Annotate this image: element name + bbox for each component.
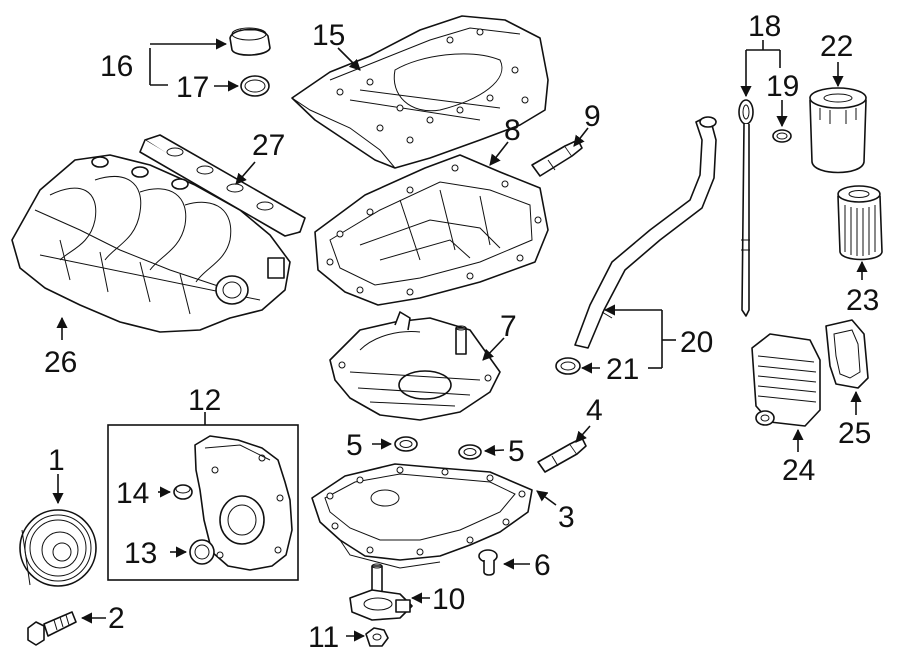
oil-filter-housing bbox=[809, 87, 867, 174]
callout-24: 24 bbox=[782, 454, 815, 487]
callout-11: 11 bbox=[308, 621, 339, 654]
oil-baffle bbox=[329, 311, 501, 421]
oil-filter-element bbox=[837, 185, 883, 261]
engine-oil-cooler bbox=[751, 333, 821, 427]
oil-cap-seal bbox=[240, 75, 270, 97]
oil-cooler-gasket bbox=[825, 319, 869, 389]
upper-oil-pan bbox=[314, 154, 549, 306]
callout-15: 15 bbox=[312, 19, 345, 52]
oil-filler-cap bbox=[229, 27, 271, 56]
callout-25: 25 bbox=[838, 417, 871, 450]
callout-5a: 5 bbox=[346, 429, 363, 462]
timing-cover bbox=[194, 435, 293, 571]
oil-pan-sensor bbox=[349, 563, 413, 621]
dipstick-tube bbox=[574, 116, 717, 349]
callout-5b: 5 bbox=[508, 435, 525, 468]
oil-drain-plug-gasket-right bbox=[458, 444, 482, 460]
cover-plug bbox=[173, 484, 193, 500]
callout-18: 18 bbox=[748, 10, 781, 43]
intake-manifold-gasket bbox=[139, 134, 306, 237]
callout-16: 16 bbox=[100, 50, 133, 83]
callout-19: 19 bbox=[766, 70, 799, 103]
callout-1: 1 bbox=[48, 444, 65, 477]
crankshaft-pulley bbox=[19, 509, 97, 587]
dipstick-seal bbox=[772, 129, 792, 143]
callout-10: 10 bbox=[432, 583, 465, 616]
callout-9: 9 bbox=[584, 100, 601, 133]
sensor-nut bbox=[365, 627, 389, 647]
timing-cover-group-box bbox=[107, 424, 299, 581]
cylinder-head-cover bbox=[291, 15, 549, 169]
pulley-bolt bbox=[27, 611, 77, 646]
dipstick-tube-o-ring bbox=[555, 357, 581, 375]
callout-7: 7 bbox=[500, 310, 517, 343]
callout-3: 3 bbox=[558, 501, 575, 534]
intake-manifold bbox=[11, 154, 291, 333]
callout-21: 21 bbox=[606, 353, 639, 386]
oil-drain-plug bbox=[478, 549, 498, 576]
callout-22: 22 bbox=[820, 30, 853, 63]
oil-temperature-sensor bbox=[537, 437, 587, 473]
callout-14: 14 bbox=[116, 477, 149, 510]
oil-drain-plug-gasket-left bbox=[394, 436, 418, 452]
callout-13: 13 bbox=[124, 537, 157, 570]
callout-2: 2 bbox=[108, 602, 125, 635]
callout-17: 17 bbox=[176, 71, 209, 104]
callout-20: 20 bbox=[680, 326, 713, 359]
callout-6: 6 bbox=[534, 549, 551, 582]
callout-26: 26 bbox=[44, 346, 77, 379]
callout-8: 8 bbox=[504, 114, 521, 147]
callout-4: 4 bbox=[586, 394, 603, 427]
callout-23: 23 bbox=[846, 284, 879, 317]
oil-level-sensor bbox=[531, 139, 583, 177]
front-crank-seal bbox=[189, 539, 215, 565]
callout-27: 27 bbox=[252, 129, 285, 162]
lower-oil-pan bbox=[311, 463, 533, 569]
callout-12: 12 bbox=[188, 384, 221, 417]
oil-dipstick bbox=[738, 99, 754, 317]
